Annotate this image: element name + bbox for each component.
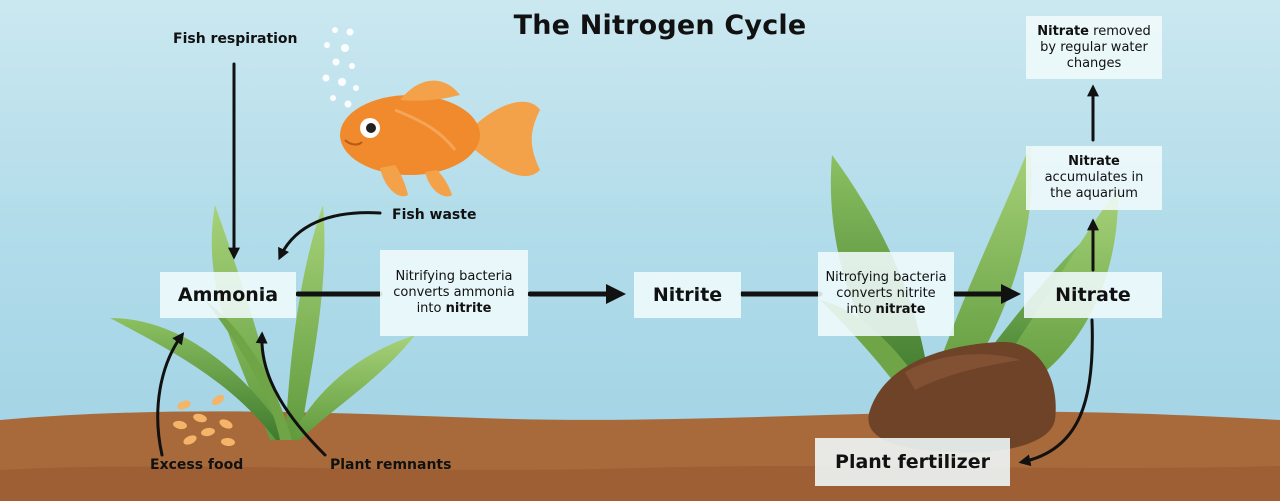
left-plant [110, 205, 415, 440]
process-line: Nitrofying bacteria [825, 270, 947, 285]
node-ammonia: Ammonia [160, 272, 296, 318]
process-line: by regular water [1040, 39, 1148, 55]
diagram-title: The Nitrogen Cycle [513, 10, 807, 41]
process-line: converts ammonia [393, 285, 515, 300]
process-line: into nitrate [846, 302, 925, 318]
process-accumulates: Nitrate accumulates in the aquarium [1026, 146, 1162, 210]
process-text-bold: nitrite [445, 301, 492, 316]
process-line: into nitrite [417, 301, 492, 317]
process-line: Nitrate removed [1037, 24, 1151, 40]
process-line: Nitrifying bacteria [395, 269, 513, 284]
arrows [156, 62, 1099, 467]
node-nitrate: Nitrate [1024, 272, 1162, 318]
process-ammonia-to-nitrite: Nitrifying bacteria converts ammonia int… [380, 250, 528, 336]
process-removed: Nitrate removed by regular water changes [1026, 16, 1162, 79]
goldfish [340, 80, 540, 197]
food-pellets [173, 394, 235, 447]
process-text-bold: Nitrate [1068, 154, 1120, 169]
process-line: Nitrate [1068, 154, 1120, 170]
process-line: changes [1066, 55, 1122, 71]
process-text-bold: nitrate [875, 302, 926, 317]
process-nitrite-to-nitrate: Nitrofying bacteria converts nitrite int… [818, 252, 954, 336]
label-fish-respiration: Fish respiration [173, 31, 298, 47]
process-line: the aquarium [1050, 186, 1138, 201]
node-plant-fertilizer: Plant fertilizer [815, 438, 1010, 486]
bubbles [322, 27, 359, 108]
label-plant-remnants: Plant remnants [330, 457, 452, 473]
label-excess-food: Excess food [150, 457, 244, 473]
process-line: converts nitrite [836, 286, 936, 301]
node-nitrite: Nitrite [634, 272, 741, 318]
process-text-bold: Nitrate [1037, 23, 1089, 39]
process-text: into [416, 301, 446, 316]
process-text: into [846, 302, 876, 317]
label-fish-waste: Fish waste [392, 207, 477, 223]
process-text: removed [1089, 23, 1151, 39]
process-line: accumulates in [1044, 170, 1144, 185]
